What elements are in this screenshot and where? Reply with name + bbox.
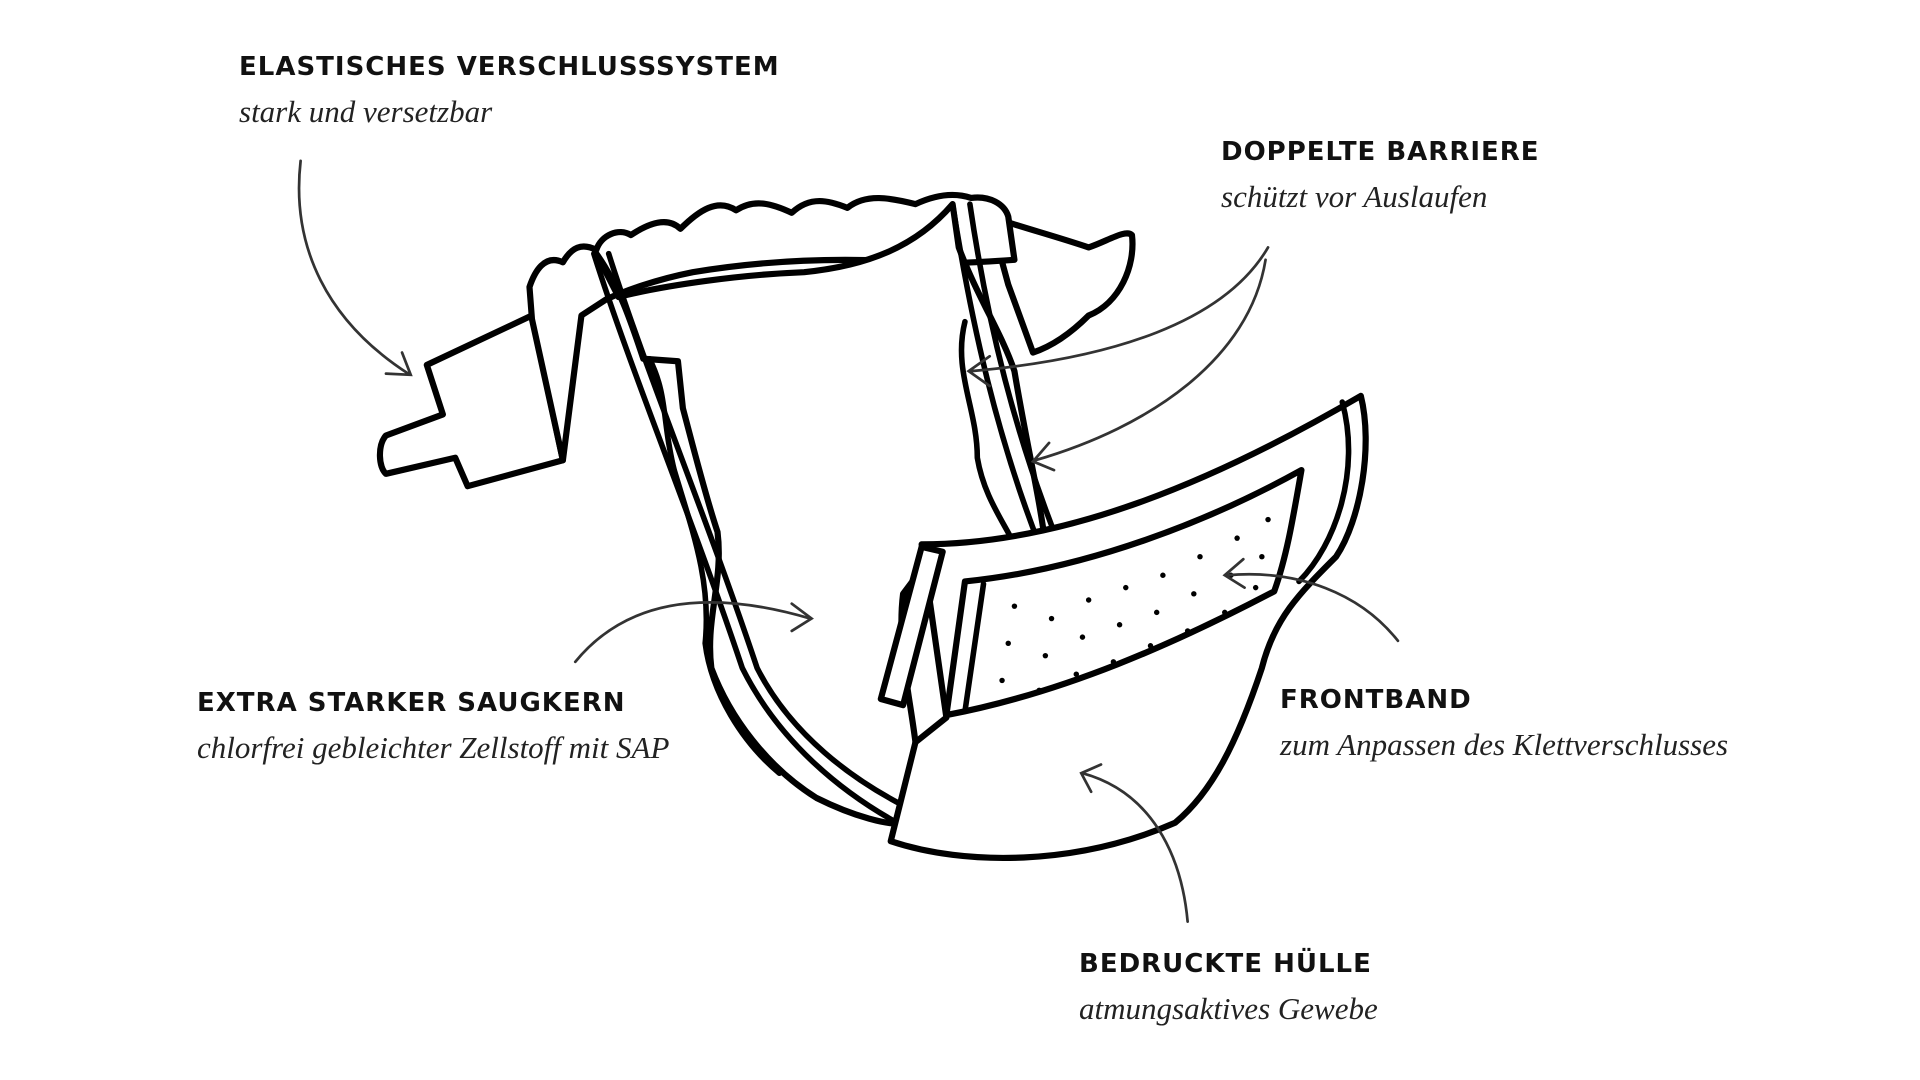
arrow-core xyxy=(573,601,814,664)
label-subtitle: zum Anpassen des Klettverschlusses xyxy=(1280,727,1729,762)
left-barrier-line-outer xyxy=(591,250,900,826)
right-barrier-line-outer xyxy=(949,201,1042,548)
label-title: EXTRA STARKER SAUGKERN xyxy=(197,688,626,718)
right-ruffle xyxy=(958,318,1018,548)
frontband-inner-edge xyxy=(962,581,987,715)
annotation-arrows xyxy=(297,159,1400,924)
label-frontband: FRONTBAND zum Anpassen des Klettverschlu… xyxy=(1280,685,1728,763)
left-closure-tab xyxy=(376,312,566,490)
right-closure-tab xyxy=(986,213,1136,356)
label-subtitle: schützt vor Auslaufen xyxy=(1221,179,1488,214)
label-printed-shell: BEDRUCKTE HÜLLE atmungsaktives Gewebe xyxy=(1079,949,1378,1027)
right-barrier-line-inner xyxy=(967,201,1062,548)
front-edge-line xyxy=(1296,399,1352,585)
arrow-frontband xyxy=(1222,557,1400,643)
frontband-dots xyxy=(999,516,1271,694)
front-left-edge-strip xyxy=(877,543,946,709)
label-title: ELASTISCHES VERSCHLUSSSYSTEM xyxy=(239,52,780,82)
frontband-area xyxy=(943,467,1305,719)
label-subtitle: stark und versetzbar xyxy=(239,94,493,129)
label-subtitle: atmungsaktives Gewebe xyxy=(1079,991,1378,1026)
label-title: FRONTBAND xyxy=(1280,685,1472,715)
absorbent-core-panel xyxy=(593,201,1049,827)
left-barrier-line-inner xyxy=(605,250,904,807)
label-closure-system: ELASTISCHES VERSCHLUSSSYSTEM stark und v… xyxy=(239,52,780,130)
label-double-barrier: DOPPELTE BARRIERE schützt vor Auslaufen xyxy=(1221,137,1540,215)
arrow-closure xyxy=(297,159,413,377)
arrow-shell xyxy=(1079,763,1189,924)
label-title: BEDRUCKTE HÜLLE xyxy=(1079,949,1372,979)
diaper-drawing xyxy=(376,191,1369,862)
arrow-barrier-2 xyxy=(1030,258,1267,472)
arrow-barrier-1 xyxy=(966,246,1270,388)
label-subtitle: chlorfrei gebleichter Zellstoff mit SAP xyxy=(197,730,670,765)
back-waistband xyxy=(526,191,1018,464)
label-absorbent-core: EXTRA STARKER SAUGKERN chlorfrei gebleic… xyxy=(197,688,669,766)
label-title: DOPPELTE BARRIERE xyxy=(1221,137,1540,167)
left-ruffle xyxy=(646,355,783,776)
